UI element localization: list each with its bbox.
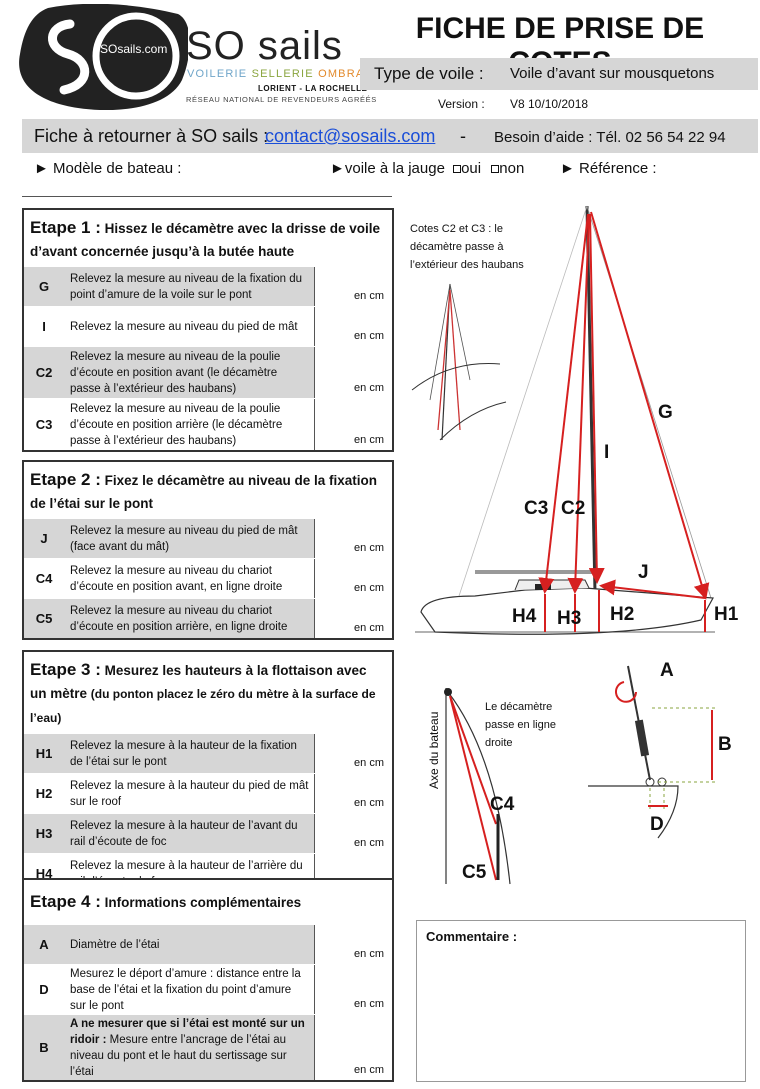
divider	[22, 196, 392, 197]
label-c5: C5	[462, 862, 487, 883]
version-label: Version :	[438, 97, 485, 111]
track-diagram	[444, 688, 511, 885]
measure-field-c2[interactable]: en cm	[314, 347, 392, 398]
contact-bar	[22, 119, 758, 153]
label-j: J	[638, 562, 649, 583]
measure-field-c5[interactable]: en cm	[314, 599, 392, 638]
measure-field-h2[interactable]: en cm	[314, 774, 392, 813]
measure-field-a[interactable]: en cm	[314, 925, 392, 964]
measure-field-c4[interactable]: en cm	[314, 559, 392, 598]
comment-box[interactable]	[416, 920, 746, 1082]
contact-separator: -	[460, 126, 466, 146]
step-2-heading: Etape 2 : Fixez le décamètre au niveau d…	[30, 470, 377, 511]
checkbox-oui-label: oui	[461, 160, 482, 177]
comment-label: Commentaire :	[426, 929, 518, 944]
measure-field-g[interactable]: en cm	[314, 267, 392, 306]
measure-field-d[interactable]: en cm	[314, 965, 392, 1014]
sail-type-label: Type de voile :	[374, 64, 484, 83]
measure-field-i[interactable]: en cm	[314, 307, 392, 346]
brand-name: SO sails	[186, 24, 343, 68]
brand-url: SOsails.com	[100, 42, 168, 56]
label-a: A	[660, 660, 674, 681]
label-c3: C3	[524, 498, 549, 519]
step-3-table: Etape 3 : Mesurez les hauteurs à la flot…	[22, 650, 394, 895]
boat-model-label: ► Modèle de bateau :	[34, 160, 182, 177]
measure-field-b[interactable]: en cm	[314, 1015, 392, 1080]
sail-type-bar	[360, 58, 758, 90]
measure-field-j[interactable]: en cm	[314, 519, 392, 558]
brand-network: RÉSEAU NATIONAL DE REVENDEURS AGRÉÉS	[186, 95, 377, 104]
gauge-question: ►voile à la jauge oui non	[330, 160, 525, 177]
brand-logo	[19, 4, 188, 110]
version-value: V8 10/10/2018	[510, 97, 589, 111]
checkbox-non-label: non	[499, 160, 525, 177]
label-h3: H3	[557, 608, 582, 629]
sail-type-value: Voile d’avant sur mousquetons	[510, 65, 715, 82]
measure-field-c3[interactable]: en cm	[314, 399, 392, 450]
measure-field-h1[interactable]: en cm	[314, 734, 392, 773]
label-h4: H4	[512, 606, 537, 627]
boat-diagram	[415, 205, 715, 635]
contact-email-link[interactable]: contact@sosails.com	[265, 126, 436, 146]
label-i: I	[604, 442, 610, 463]
label-c4: C4	[490, 794, 515, 815]
step-3-heading: Etape 3 : Mesurez les hauteurs à la flot…	[30, 660, 376, 725]
reference-label: ► Référence :	[560, 160, 657, 177]
step-4-heading: Etape 4 : Informations complémentaires	[30, 892, 302, 911]
checkbox-non[interactable]	[491, 165, 500, 173]
fitting-diagram	[588, 665, 718, 839]
checkbox-oui[interactable]	[453, 165, 462, 173]
measure-field-h3[interactable]: en cm	[314, 814, 392, 853]
label-h2: H2	[610, 604, 635, 625]
label-c2: C2	[561, 498, 586, 519]
brand-tagline: VOILERIE SELLERIE OMBRAGE	[187, 68, 383, 80]
inset-note: Cotes C2 et C3 : le décamètre passe à l’…	[410, 223, 524, 271]
step-1-heading: Etape 1 : Hissez le décamètre avec la dr…	[30, 218, 381, 259]
contact-text: Fiche à retourner à SO sails :	[34, 126, 269, 146]
brand-locations: LORIENT - LA ROCHELLE	[258, 84, 368, 93]
label-g: G	[658, 402, 673, 423]
step-1-table: Etape 1 : Hissez le décamètre avec la dr…	[22, 208, 394, 452]
label-h1: H1	[714, 604, 739, 625]
step-2-table: Etape 2 : Fixez le décamètre au niveau d…	[22, 460, 394, 640]
step-4-table: Etape 4 : Informations complémentaires A…	[22, 878, 394, 1082]
label-b: B	[718, 734, 732, 755]
straight-line-note: Le décamètre passe en ligne droite	[485, 701, 556, 749]
inset-shroud-sketch	[411, 283, 507, 441]
help-phone: Besoin d’aide : Tél. 02 56 54 22 94	[494, 129, 726, 146]
label-d: D	[650, 814, 664, 835]
